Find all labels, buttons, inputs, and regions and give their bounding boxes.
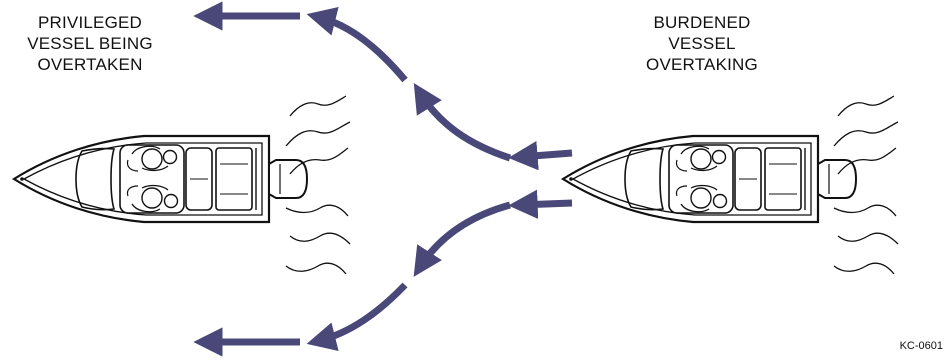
arrow-straight-upper bbox=[508, 140, 573, 171]
arrow-curve-bottom bbox=[306, 282, 408, 351]
privileged-label-line: OVERTAKEN bbox=[37, 55, 143, 74]
arrow-curve-upper bbox=[413, 83, 512, 162]
burdened-vessel-label: BURDENED VESSEL OVERTAKING bbox=[622, 12, 782, 75]
burdened-vessel-boat bbox=[561, 134, 858, 224]
privileged-vessel-label: PRIVILEGED VESSEL BEING OVERTAKEN bbox=[5, 12, 175, 75]
arrow-curve-lower bbox=[413, 201, 511, 277]
burdened-label-line: BURDENED bbox=[653, 13, 751, 32]
arrow-curve-top bbox=[306, 7, 408, 83]
figure-code: KC-0601 bbox=[899, 340, 943, 352]
arrow-straight-lower bbox=[508, 189, 573, 220]
passing-arrows bbox=[193, 1, 573, 357]
privileged-label-line: PRIVILEGED bbox=[37, 13, 143, 32]
privileged-label-line: VESSEL BEING bbox=[27, 34, 153, 53]
burdened-label-line: OVERTAKING bbox=[646, 55, 758, 74]
privileged-vessel-boat bbox=[12, 134, 309, 224]
burdened-label-line: VESSEL bbox=[668, 34, 736, 53]
